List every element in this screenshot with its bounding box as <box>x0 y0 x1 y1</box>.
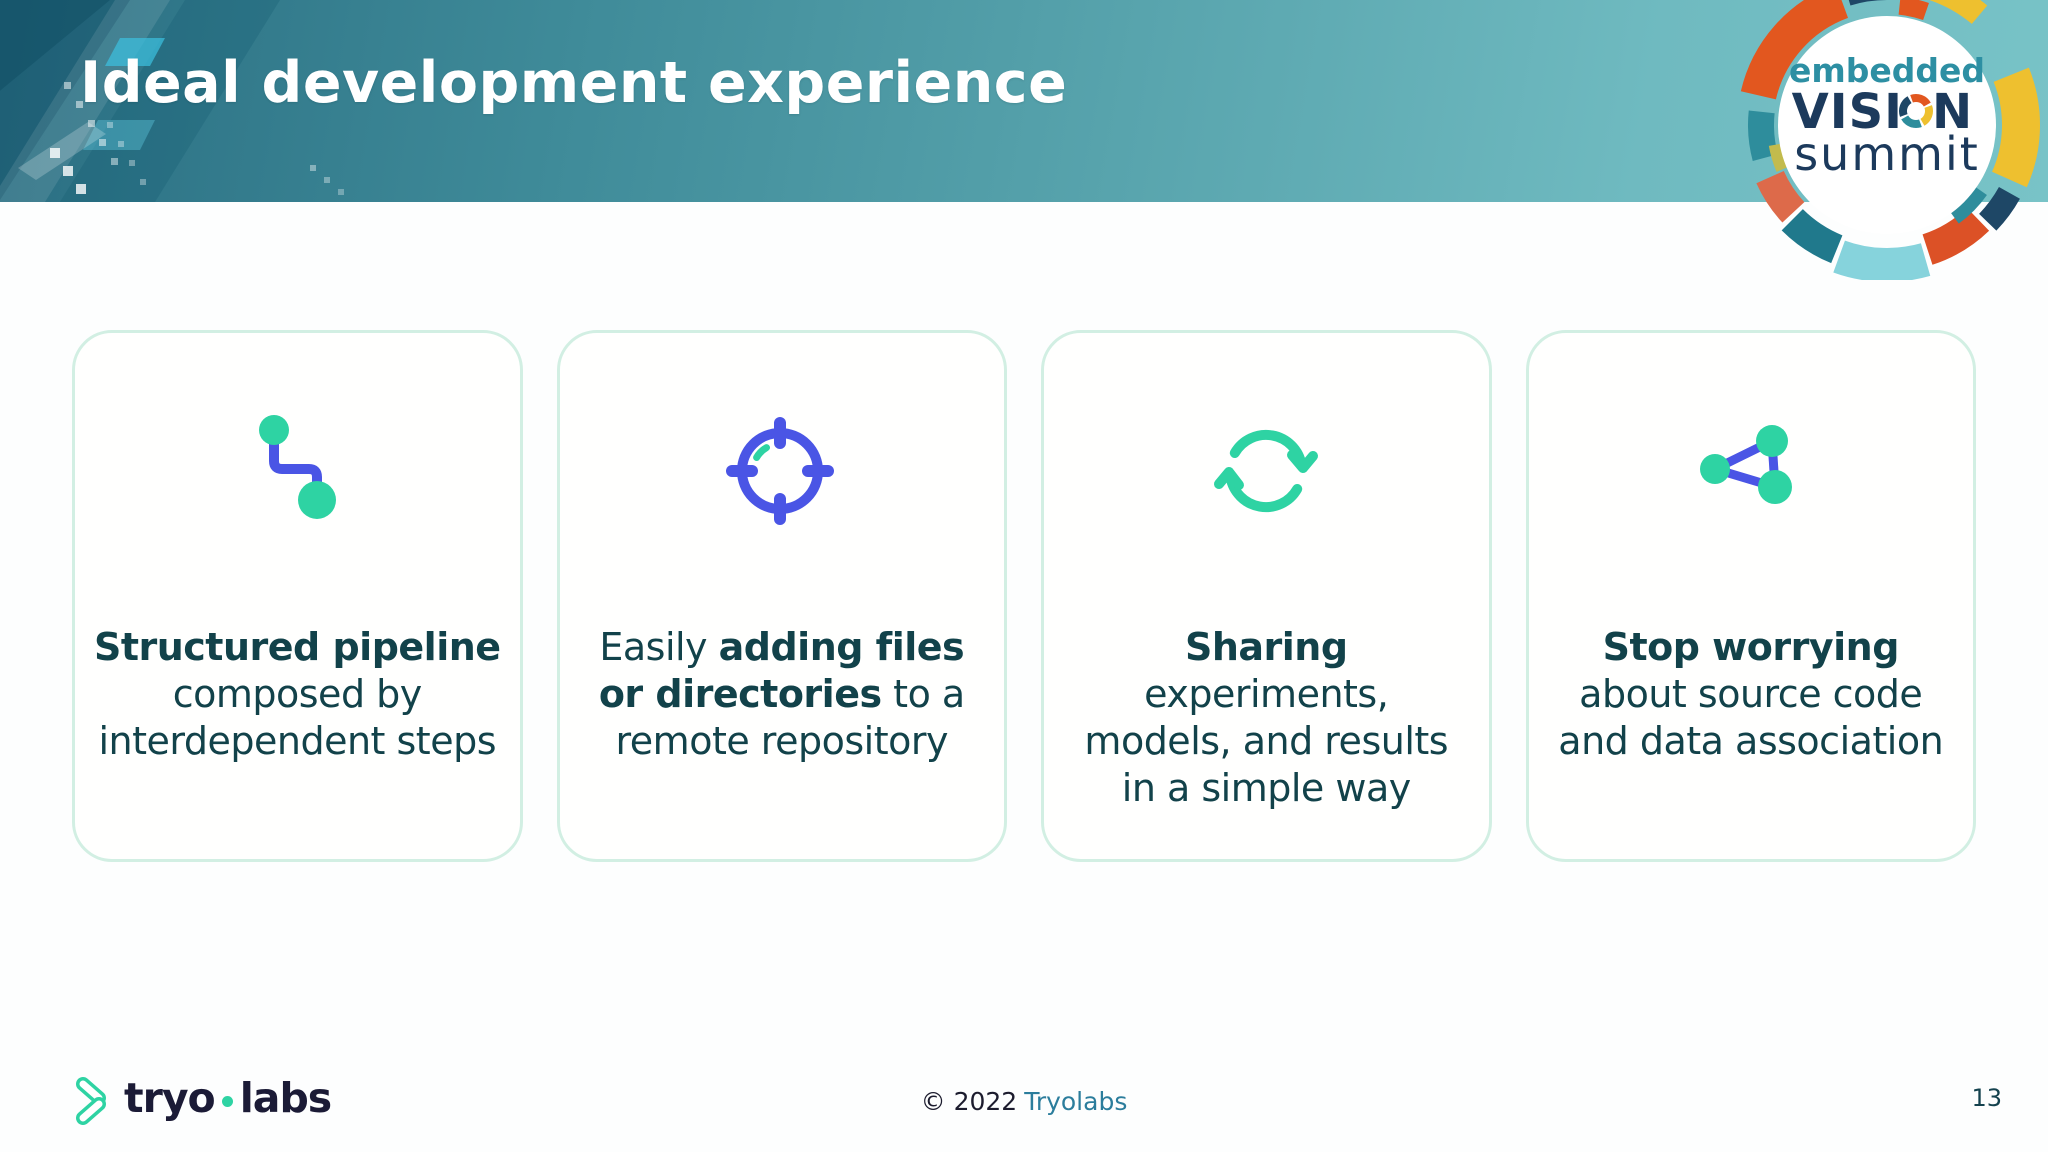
embedded-vision-summit-logo: embedded VISI N summit <box>1732 0 2042 280</box>
header-banner: Ideal development experience <box>0 0 2048 202</box>
card-text-line: or directories to a <box>598 672 965 716</box>
card-text-line: Stop worrying <box>1602 625 1900 669</box>
share-icon <box>1699 425 1792 504</box>
logo-text-vision-end: N <box>1932 84 1972 140</box>
pipeline-icon <box>259 415 337 519</box>
card-text-line: about source code <box>1579 672 1923 716</box>
card-text-line: remote repository <box>615 719 949 763</box>
brand-part-tryo: tryo <box>124 1074 216 1122</box>
card-text-line: in a simple way <box>1121 766 1411 810</box>
brand-dot <box>221 1095 233 1107</box>
card-text-line: Structured pipeline <box>93 625 501 669</box>
sync-icon <box>1214 429 1319 513</box>
brand-part-labs: labs <box>239 1074 332 1122</box>
card-text-line: and data association <box>1558 719 1944 763</box>
tryolabs-logo: tryo labs <box>70 1068 332 1128</box>
page-number: 13 <box>1971 1084 2002 1112</box>
card-text-line: interdependent steps <box>98 719 497 763</box>
header-decoration <box>0 0 344 202</box>
logo-text-vision-start: VISI <box>1792 84 1903 140</box>
card-text-line: Sharing <box>1184 625 1348 669</box>
logo-text-embedded: embedded <box>1789 51 1985 90</box>
tryolabs-wordmark: tryo labs <box>124 1074 332 1122</box>
card-text-line: composed by <box>172 672 423 716</box>
copyright-year: © 2022 <box>920 1087 1018 1116</box>
logo-circle <box>1778 16 1996 234</box>
card-text-line: models, and results <box>1084 719 1449 763</box>
page-title: Ideal development experience <box>80 50 1068 116</box>
card-text-line: experiments, <box>1144 672 1389 716</box>
target-icon <box>725 417 834 525</box>
tryolabs-link[interactable]: Tryolabs <box>1024 1087 1128 1116</box>
tryolabs-chevron-icon <box>76 1077 106 1125</box>
card-text-line: Easily adding files <box>599 625 965 669</box>
logo-text-summit: summit <box>1794 127 1980 181</box>
